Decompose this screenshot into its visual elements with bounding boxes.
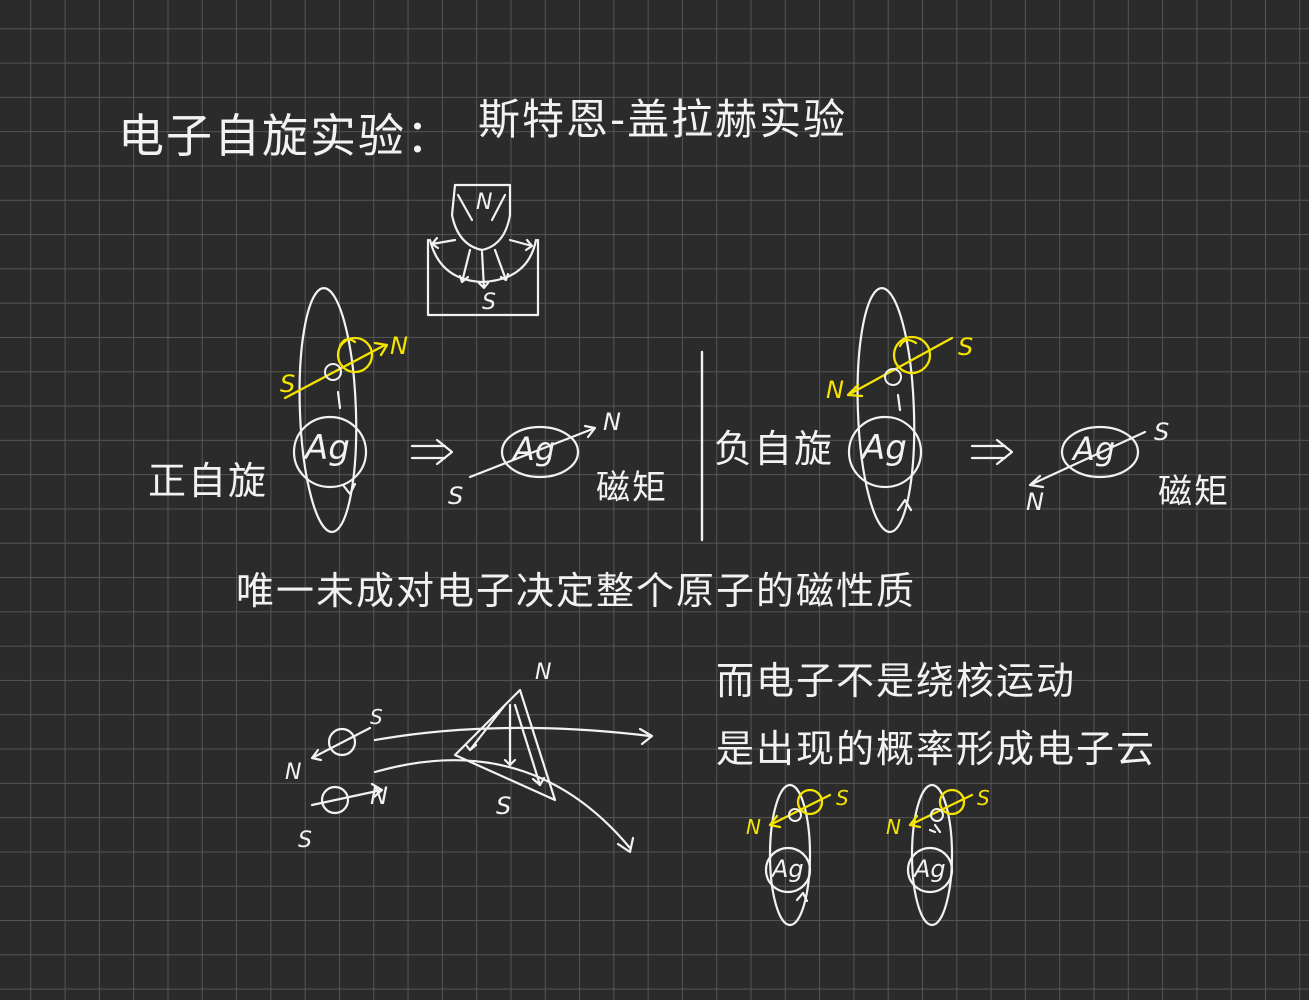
spin-plus-label: 正自旋 xyxy=(148,459,269,503)
small-orbit-2 xyxy=(906,783,954,927)
left-atom-orbit xyxy=(292,287,368,534)
small-orbit-1 xyxy=(764,783,812,927)
left-electron-n-label: N xyxy=(390,332,408,360)
small-electron-2-core xyxy=(930,808,944,822)
electron-cloud-line-1: 而电子不是绕核运动 xyxy=(716,659,1077,703)
right-implies xyxy=(970,438,1014,466)
small-electron-1-core xyxy=(788,808,802,822)
small2-n-label: N xyxy=(886,815,901,839)
right-atom-label: Ag xyxy=(862,428,907,468)
right-atom-orbit xyxy=(847,287,923,534)
small2-atom-label: Ag xyxy=(914,855,946,883)
left-electron-core xyxy=(324,363,342,381)
magnetic-moment-left: 磁矩 xyxy=(596,468,668,508)
sg-magnet xyxy=(426,183,540,317)
right-result xyxy=(1028,425,1147,489)
right-result-n-label: N xyxy=(1026,488,1044,516)
right-electron-n-label: N xyxy=(826,376,844,404)
beam-magnet-n-label: N xyxy=(535,660,552,685)
left-implies xyxy=(410,438,454,466)
small1-atom-label: Ag xyxy=(772,855,804,883)
small-electron-2 xyxy=(908,788,974,829)
right-electron-core xyxy=(884,368,902,386)
left-result xyxy=(468,424,597,479)
beam-diagram xyxy=(310,688,654,854)
magnet-s-label: S xyxy=(482,290,496,315)
electron-cloud-line-2: 是出现的概率形成电子云 xyxy=(716,727,1157,771)
magnet-n-label: N xyxy=(476,190,493,215)
left-electron-spin xyxy=(283,336,389,400)
spin-minus-label: 负自旋 xyxy=(714,427,835,471)
left-result-atom-label: Ag xyxy=(513,430,556,468)
left-atom-label: Ag xyxy=(305,428,350,468)
left-implies-label: => xyxy=(412,436,414,437)
note-title-experiment: 斯特恩-盖拉赫实验 xyxy=(478,95,848,144)
small2-s-label: S xyxy=(977,786,990,810)
magnetic-moment-right: 磁矩 xyxy=(1158,472,1230,512)
right-result-atom-label: Ag xyxy=(1073,430,1116,468)
beam-bottom-n-label: N xyxy=(370,782,388,810)
left-result-n-label: N xyxy=(603,408,621,436)
beam-bottom-s-label: S xyxy=(298,828,312,853)
beam-top-n-label: N xyxy=(285,760,302,785)
right-result-s-label: S xyxy=(1154,418,1170,446)
conclusion-text: 唯一未成对电子决定整个原子的磁性质 xyxy=(236,569,917,613)
small1-s-label: S xyxy=(836,786,849,810)
left-result-s-label: S xyxy=(448,482,464,510)
right-electron-s-label: S xyxy=(958,333,974,361)
beam-top-s-label: S xyxy=(370,705,383,729)
left-electron-s-label: S xyxy=(280,370,296,398)
small-electron-1 xyxy=(768,788,832,829)
beam-magnet-s-label: S xyxy=(496,792,512,820)
right-electron-spin xyxy=(846,335,954,398)
note-title: 电子自旋实验： xyxy=(118,109,454,163)
small1-n-label: N xyxy=(746,815,761,839)
right-implies-label: => xyxy=(972,436,974,437)
